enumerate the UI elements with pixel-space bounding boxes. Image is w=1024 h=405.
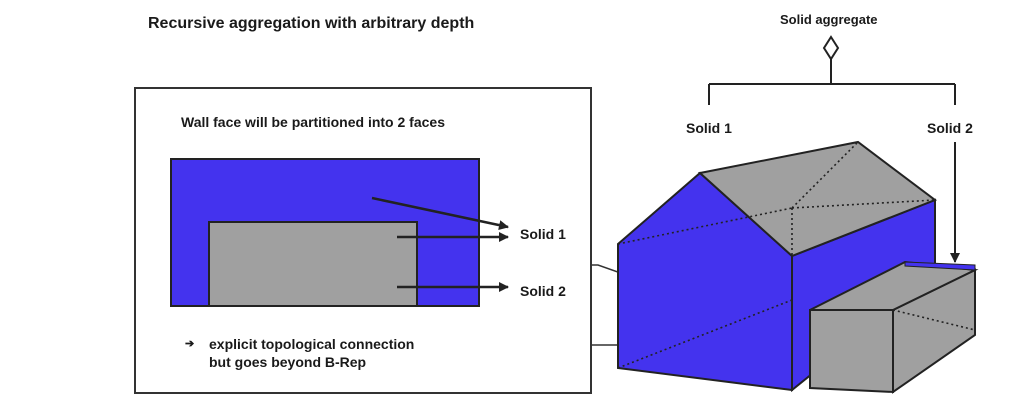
house-roof: [697, 140, 938, 258]
note-line-2: but goes beyond B-Rep: [209, 354, 367, 370]
box-front-face: [809, 309, 894, 394]
aggregate-title: Solid aggregate: [780, 12, 878, 27]
aggregation-diamond-icon: [822, 35, 840, 61]
callout-arrow-upper-to-solid1: [371, 196, 509, 231]
aggregate-solid1-label: Solid 1: [686, 120, 732, 136]
aggregate-solid2-label: Solid 2: [927, 120, 973, 136]
callout-solid2-label: Solid 2: [520, 283, 566, 299]
box-top-edge-strip: [904, 261, 976, 271]
callout-solid1-label: Solid 1: [520, 226, 566, 242]
box-hidden-edges: [892, 309, 976, 331]
inset-frame: [134, 87, 592, 394]
note-line-1: explicit topological connection: [209, 336, 415, 352]
inset-partition-face: [208, 221, 418, 307]
inset-heading: Wall face will be partitioned into 2 fac…: [181, 114, 445, 130]
house-hidden-edges: [617, 141, 936, 369]
diagram-title: Recursive aggregation with arbitrary dep…: [148, 15, 475, 32]
note-arrow-icon: ➔: [185, 338, 195, 350]
